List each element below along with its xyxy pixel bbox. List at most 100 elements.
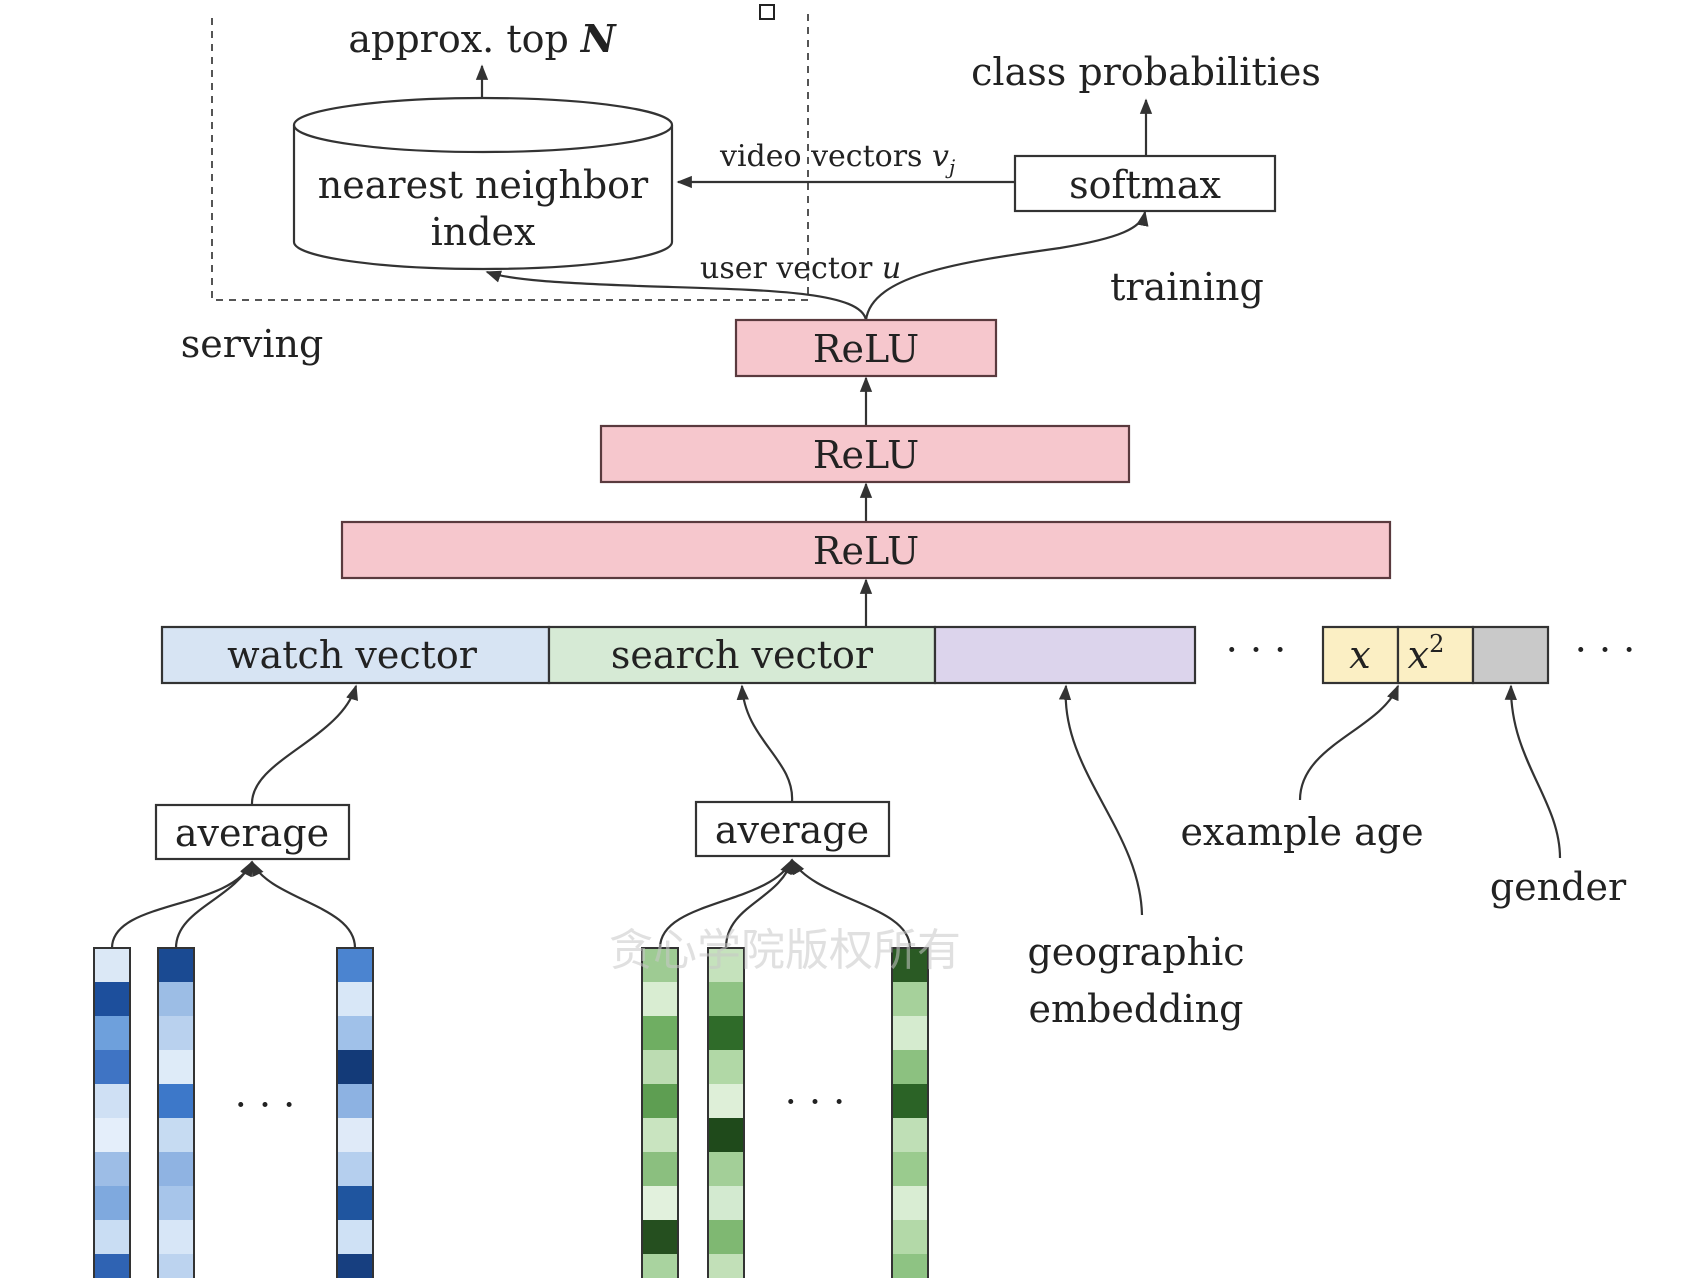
search-embedding-2-column	[707, 947, 745, 1278]
search-embedding-1-cell	[642, 1254, 678, 1278]
watch-embedding-2-cell	[158, 1254, 194, 1278]
gender-to-segment-arrow	[1504, 684, 1562, 859]
search-embedding-1-cell	[642, 1152, 678, 1186]
age-x-squared-segment	[1396, 625, 1475, 685]
example-age-label: example age	[1180, 810, 1423, 854]
search-embedding-2-cell	[708, 982, 744, 1016]
watch-embedding-2-cell	[158, 1016, 194, 1050]
search-embedding-1-cell	[642, 1118, 678, 1152]
watch-embedding-3-cell	[337, 1186, 373, 1220]
watch-embedding-2-cell	[158, 1050, 194, 1084]
index-label-line1: nearest neighbor	[318, 163, 649, 207]
watch-embedding-3-cell	[337, 982, 373, 1016]
training-label: training	[1110, 265, 1264, 309]
geographic-to-vector-arrow	[1058, 684, 1144, 916]
search-embedding-3-to-average	[791, 858, 912, 949]
search-embedding-1-cell	[642, 1050, 678, 1084]
watch-embedding-3-cell	[337, 1016, 373, 1050]
search-average-label: average	[715, 808, 869, 852]
watch-embedding-2-column	[157, 947, 195, 1278]
example-age-to-x-arrow	[1298, 684, 1400, 801]
watch-embedding-1-to-average	[110, 860, 253, 949]
watermark-text: 贪心学院版权所有	[609, 925, 961, 976]
search-embedding-3-cell	[892, 948, 928, 982]
approx-top-n-label: approx. top N	[348, 16, 617, 61]
search-embedding-3-cell	[892, 982, 928, 1016]
search-embedding-1-cell	[642, 948, 678, 982]
search-embedding-3-cell	[892, 1186, 928, 1220]
age-x-squared-label: x2	[1408, 630, 1445, 677]
search-embedding-2-cell	[708, 948, 744, 982]
watch-embedding-3-cell	[337, 1220, 373, 1254]
search-embedding-2-cell	[708, 1050, 744, 1084]
watch-embeddings-ellipsis: · · ·	[235, 1083, 295, 1127]
search-embedding-1-column	[641, 947, 679, 1278]
softmax-box	[1013, 154, 1277, 213]
watch-embedding-2-cell	[158, 1186, 194, 1220]
user-vector-to-softmax-arrow	[864, 210, 1149, 321]
index-cylinder-body	[292, 125, 674, 271]
serving-label: serving	[181, 322, 324, 366]
search-embedding-3-cell	[892, 1152, 928, 1186]
softmax-label: softmax	[1069, 163, 1221, 207]
watch-embedding-1-cell	[94, 982, 130, 1016]
search-embedding-1-to-average	[658, 858, 793, 949]
watch-embedding-1-cell	[94, 1186, 130, 1220]
window-square-icon	[759, 4, 775, 20]
watch-embedding-2-to-average	[174, 860, 253, 949]
class-probabilities-label: class probabilities	[971, 50, 1321, 94]
watch-vector-label: watch vector	[227, 633, 478, 677]
watch-embedding-2-cell	[158, 1220, 194, 1254]
user-vector-label: user vector u	[700, 251, 901, 286]
search-embedding-3-cell	[892, 1084, 928, 1118]
input-ellipsis-right: · · ·	[1575, 628, 1635, 672]
search-embedding-2-cell	[708, 1220, 744, 1254]
watch-embedding-3-column	[336, 947, 374, 1278]
search-embedding-2-cell	[708, 1152, 744, 1186]
watch-embedding-1-cell	[94, 948, 130, 982]
age-x-label: x	[1349, 633, 1370, 677]
watch-embedding-1-cell	[94, 1220, 130, 1254]
watch-embedding-1-column	[93, 947, 131, 1278]
search-embedding-3-cell	[892, 1016, 928, 1050]
search-embedding-3-cell	[892, 1050, 928, 1084]
index-label-line2: index	[431, 210, 536, 254]
gender-segment	[1471, 625, 1550, 685]
relu-middle-layer	[599, 424, 1131, 484]
watch-embedding-1-cell	[94, 1084, 130, 1118]
geographic-label-line1: geographic	[1027, 930, 1244, 974]
watch-embedding-2-cell	[158, 1152, 194, 1186]
search-embedding-3-cell	[892, 1254, 928, 1278]
search-embedding-2-cell	[708, 1118, 744, 1152]
search-embedding-2-cell	[708, 1254, 744, 1278]
search-vector-label: search vector	[611, 633, 874, 677]
watch-embedding-3-cell	[337, 1118, 373, 1152]
search-embedding-2-cell	[708, 1186, 744, 1220]
watch-embedding-3-cell	[337, 948, 373, 982]
search-embedding-1-cell	[642, 982, 678, 1016]
watch-average-box	[154, 803, 351, 861]
search-embedding-2-cell	[708, 1016, 744, 1050]
watch-embedding-1-cell	[94, 1016, 130, 1050]
watch-embedding-2-cell	[158, 1118, 194, 1152]
relu-top-layer	[734, 318, 998, 378]
search-embedding-3-cell	[892, 1220, 928, 1254]
user-vector-to-index-arrow	[485, 270, 868, 321]
search-embedding-1-cell	[642, 1016, 678, 1050]
watch-embedding-3-to-average	[251, 860, 357, 949]
watch-embedding-2-cell	[158, 948, 194, 982]
watch-embedding-1-cell	[94, 1152, 130, 1186]
search-embeddings-ellipsis: · · ·	[785, 1080, 845, 1124]
search-embedding-1-cell	[642, 1186, 678, 1220]
embedding-columns	[93, 947, 929, 1278]
watch-embedding-1-cell	[94, 1254, 130, 1278]
input-ellipsis-middle: · · ·	[1226, 628, 1286, 672]
relu-bottom-layer	[340, 520, 1392, 580]
watch-average-to-vector-arrow	[250, 684, 358, 806]
watch-embedding-1-cell	[94, 1118, 130, 1152]
geographic-embedding-segment	[933, 625, 1197, 685]
watch-embedding-3-cell	[337, 1050, 373, 1084]
index-cylinder-top	[292, 96, 674, 154]
geographic-label-line2: embedding	[1029, 987, 1244, 1031]
